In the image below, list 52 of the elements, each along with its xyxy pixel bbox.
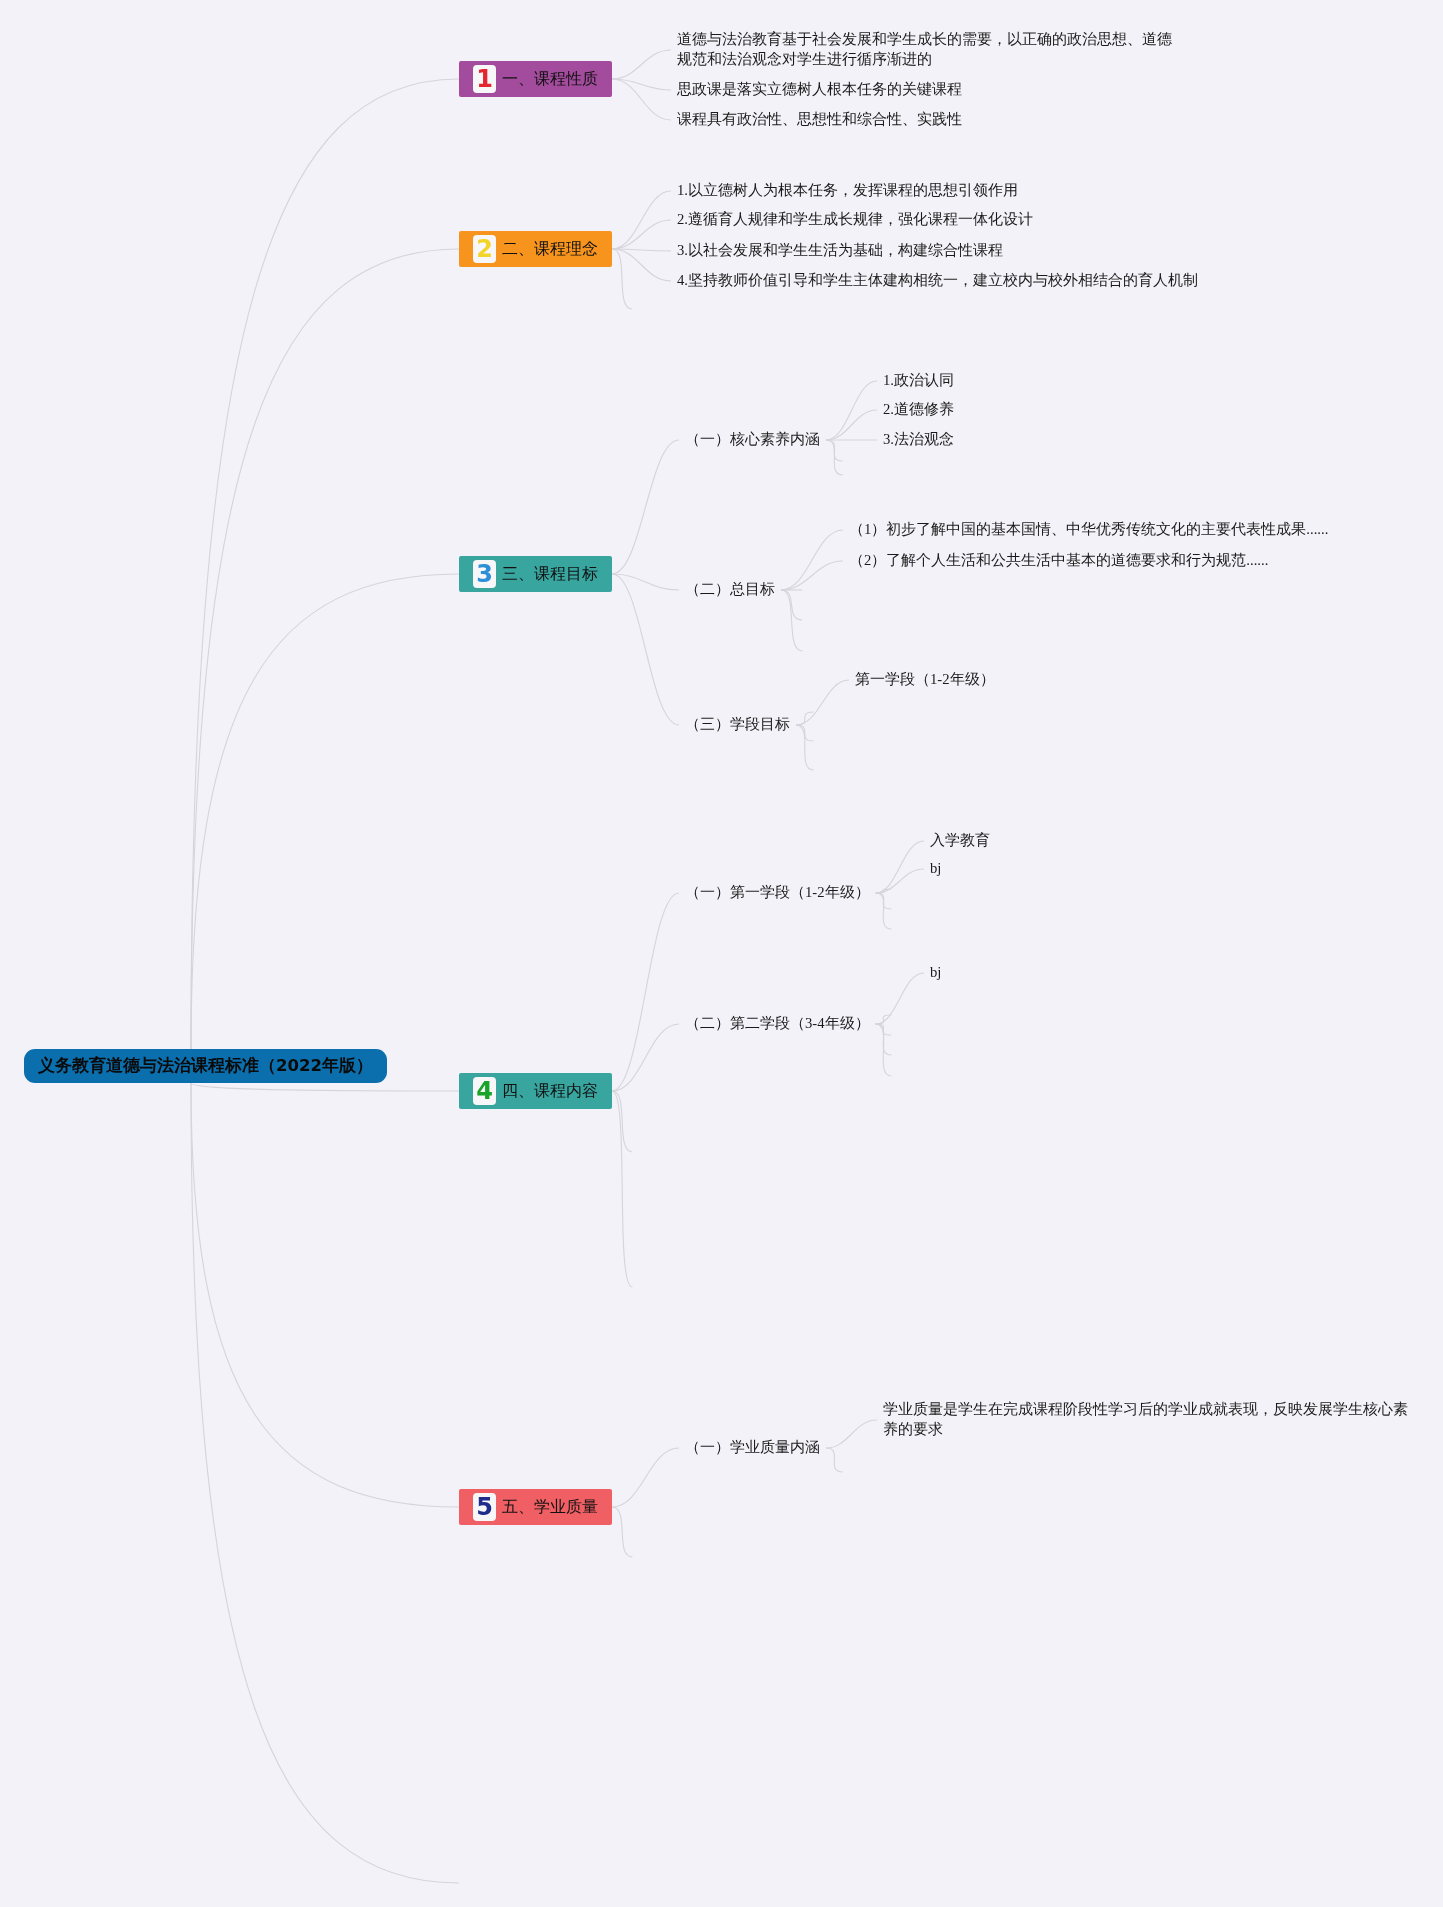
- branch-number: 3: [473, 560, 496, 588]
- topic-text: （二）第二学段（3-4年级）: [679, 1014, 876, 1034]
- branch-box: [459, 1073, 612, 1109]
- topic-text: （2）了解个人生活和公共生活中基本的道德要求和行为规范......: [843, 551, 1275, 571]
- topic-text: bj: [924, 963, 948, 983]
- branch-title: 三、课程目标: [501, 563, 598, 585]
- topic-text: 3.法治观念: [877, 430, 960, 450]
- branch-box: [459, 1489, 612, 1525]
- branch-number: 2: [473, 235, 496, 263]
- connector-line: [825, 1419, 878, 1449]
- topic-text: （三）学段目标: [679, 715, 796, 735]
- connector-line: [611, 1090, 633, 1153]
- branch-number: 4: [473, 1077, 496, 1105]
- topic-text: 第一学段（1-2年级）: [849, 670, 1001, 690]
- connector-line: [611, 78, 672, 121]
- connector-line: [825, 1447, 844, 1473]
- topic-text: 2.道德修养: [877, 400, 960, 420]
- topic-text: 思政课是落实立德树人根本任务的关键课程: [671, 80, 968, 100]
- connector-line: [611, 1506, 633, 1558]
- branch-title: 二、课程理念: [501, 238, 598, 260]
- topic-text: 课程具有政治性、思想性和综合性、实践性: [671, 110, 968, 130]
- branch-box: [459, 556, 612, 592]
- topic-text: 3.以社会发展和学生生活为基础，构建综合性课程: [671, 241, 1009, 261]
- branch-box: [459, 231, 612, 267]
- branch-number: 1: [473, 65, 496, 93]
- branch-title: 一、课程性质: [501, 68, 598, 90]
- topic-text: （1）初步了解中国的基本国情、中华优秀传统文化的主要代表性成果......: [843, 520, 1335, 540]
- topic-text: （一）学业质量内涵: [679, 1438, 826, 1458]
- topic-text: 学业质量是学生在完成课程阶段性学习后的学业成就表现，反映发展学生核心素养的要求: [877, 1400, 1417, 1440]
- topic-text: 4.坚持教师价值引导和学生主体建构相统一，建立校内与校外相结合的育人机制: [671, 271, 1204, 291]
- branch-box: [459, 61, 612, 97]
- topic-text: 入学教育: [924, 831, 996, 851]
- topic-text: （二）总目标: [679, 580, 781, 600]
- connector-line: [611, 439, 680, 575]
- topic-text: 2.遵循育人规律和学生成长规律，强化课程一体化设计: [671, 210, 1039, 230]
- connector-line: [875, 1023, 892, 1077]
- topic-text: 1.政治认同: [877, 371, 960, 391]
- connector-line: [190, 1082, 460, 1092]
- connector-line: [190, 1082, 460, 1884]
- topic-text: （一）核心素养内涵: [679, 430, 826, 450]
- root-box: [24, 1049, 387, 1083]
- branch-number: 5: [473, 1493, 496, 1521]
- topic-text: bj: [924, 859, 948, 879]
- branch-title: 五、学业质量: [501, 1496, 598, 1518]
- connector-line: [611, 573, 680, 726]
- root-title: 义务教育道德与法治课程标准（2022年版）: [38, 1055, 373, 1077]
- topic-text: 道德与法治教育基于社会发展和学生成长的需要，以正确的政治思想、道德规范和法治观念对学生进行循序渐进的: [671, 30, 1186, 70]
- connector-line: [611, 1090, 633, 1288]
- branch-title: 四、课程内容: [501, 1080, 598, 1102]
- connector-line: [611, 1447, 680, 1508]
- topic-text: （一）第一学段（1-2年级）: [679, 883, 876, 903]
- topic-text: 1.以立德树人为根本任务，发挥课程的思想引领作用: [671, 181, 1024, 201]
